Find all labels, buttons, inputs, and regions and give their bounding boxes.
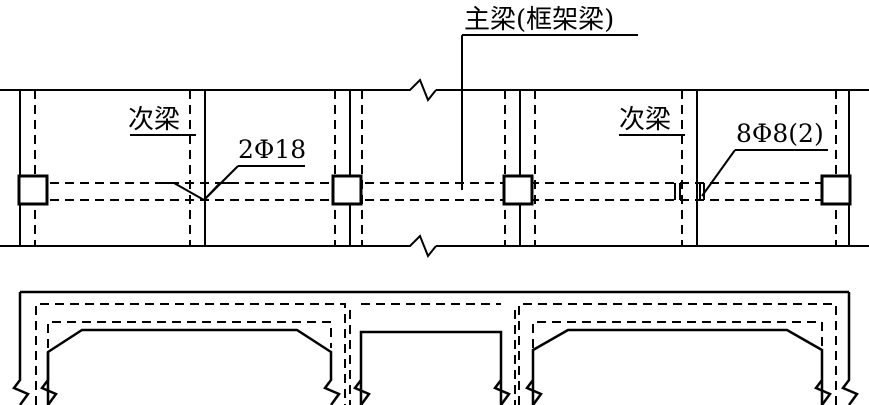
stirrup-leader [701,149,736,197]
secondary-beam-right-label: 次梁 [619,105,671,135]
bent-up-rebar-shape [164,182,232,202]
column [17,174,49,206]
elevation-left-column-outer [12,292,30,405]
elevation-break-mark [493,379,511,405]
stirrup-marks [674,149,828,200]
column [331,174,363,206]
elevation-right-column-outer [841,292,859,405]
elevation-bay-2-underside [40,352,58,405]
elevation-hidden-lines [35,303,837,405]
rebar-leader [203,165,239,201]
main-beam-leader [461,34,638,190]
plan-columns [17,174,852,206]
plan-bottom-edge-left [0,234,437,258]
elevation-break-mark [353,379,371,405]
elevation-break-mark [814,379,832,405]
elevation-break-mark [525,379,543,405]
elevation-hidden-bay-3-inner [532,321,823,348]
elevation-view [12,290,859,405]
secondary-beam-left-label: 次梁 [128,105,180,135]
rebar-bent-up-label: 2Φ18 [238,135,306,164]
column [820,174,852,206]
elevation-bay-1-underside [46,328,341,405]
rebar-stirrup-label: 8Φ8(2) [736,119,824,148]
elevation-bay-3-underside [531,328,824,405]
plan-view [0,78,869,258]
main-beam-label: 主梁(框架梁) [464,5,614,35]
plan-top-edge-left [0,78,437,102]
elevation-hidden-bay-2 [47,321,332,348]
column [502,174,534,206]
bent-up-rebar [164,165,305,202]
elevation-bay-mid-underside [359,330,503,405]
elevation-hidden-bay-1 [35,303,346,405]
elevation-hidden-bay-3 [518,303,837,405]
elevation-hidden-mid-sides [349,310,516,405]
